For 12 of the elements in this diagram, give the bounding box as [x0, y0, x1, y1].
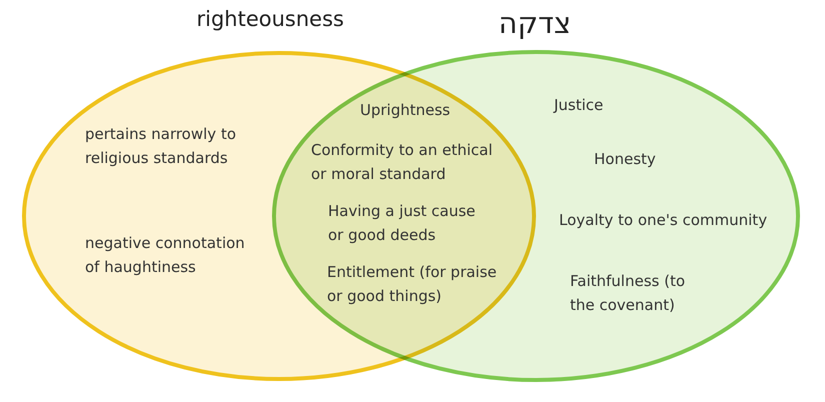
- set-title: צדקה: [498, 5, 572, 42]
- overlap-item: Having a just cause or good deeds: [328, 201, 476, 246]
- set-item: Justice: [554, 95, 604, 116]
- set-item: Faithfulness (to the covenant): [570, 271, 686, 316]
- overlap-item: Conformity to an ethical or moral standard: [311, 140, 494, 185]
- overlap-item: Entitlement (for praise or good things): [327, 262, 498, 307]
- set-title: righteousness: [196, 6, 344, 33]
- set-item: Loyalty to one's community: [559, 210, 768, 231]
- set-item: negative connotation of haughtiness: [85, 233, 246, 278]
- set-item: Honesty: [594, 149, 657, 170]
- overlap-item: Uprightness: [360, 100, 452, 121]
- set-item: pertains narrowly to religious standards: [85, 124, 238, 169]
